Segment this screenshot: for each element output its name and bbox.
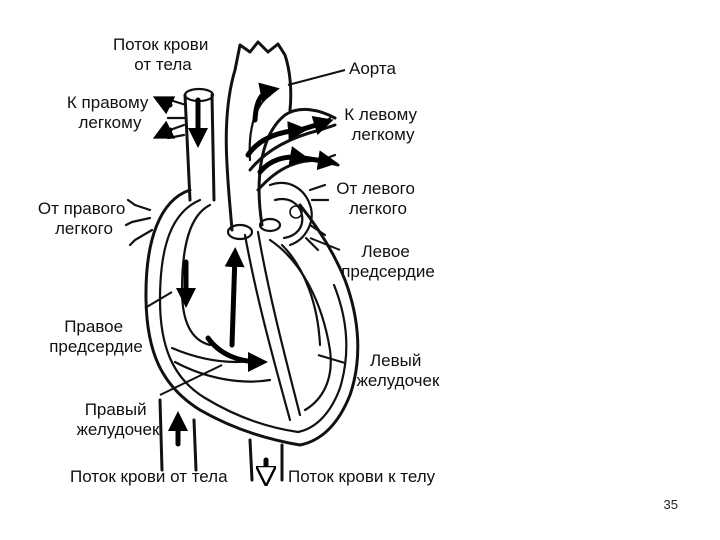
label-to-left-lung-1: К левому xyxy=(344,105,417,124)
label-to-right-lung: К правому легкому xyxy=(67,93,153,132)
label-flow-from-body-bottom: Поток крови от тела xyxy=(70,467,228,486)
label-left-atrium-2: предсердие xyxy=(341,262,435,281)
label-left-ventricle-2: желудочек xyxy=(357,371,440,390)
aorta xyxy=(224,40,337,232)
heart-outline xyxy=(144,188,360,447)
inferior-vena-cava xyxy=(158,398,198,472)
right-pulmonary-veins xyxy=(124,198,154,247)
label-left-ventricle-1: Левый xyxy=(370,351,421,370)
label-right-ventricle-1: Правый xyxy=(85,400,147,419)
label-from-right-lung: От правого легкого xyxy=(38,199,130,238)
label-flow-from-body-top: Поток крови от тела xyxy=(113,35,213,74)
label-right-ventricle-2: желудочек xyxy=(77,420,160,439)
label-flow-to-body: Поток крови к телу xyxy=(288,467,436,486)
label-aorta: Аорта xyxy=(349,59,396,78)
label-from-left-lung: От левого легкого xyxy=(336,179,419,218)
label-from-right-lung-2: легкого xyxy=(55,219,113,238)
label-to-right-lung-1: К правому xyxy=(67,93,149,112)
label-left-ventricle: Левый желудочек xyxy=(357,351,440,390)
label-left-atrium-1: Левое xyxy=(361,242,409,261)
label-flow-from-body-top-1: Поток крови xyxy=(113,35,208,54)
descending-aorta xyxy=(248,438,284,482)
label-right-atrium: Правое предсердие xyxy=(49,317,143,356)
label-to-right-lung-2: легкому xyxy=(78,113,142,132)
label-left-atrium: Левое предсердие xyxy=(341,242,435,281)
label-from-left-lung-1: От левого xyxy=(336,179,415,198)
label-from-right-lung-1: От правого xyxy=(38,199,125,218)
flow-arrows xyxy=(152,82,338,478)
label-flow-from-body-top-2: от тела xyxy=(134,55,192,74)
valves xyxy=(226,217,282,241)
leader-lines xyxy=(144,69,346,396)
left-atrium-shape xyxy=(268,181,330,252)
page-number: 35 xyxy=(663,497,678,512)
label-right-atrium-1: Правое xyxy=(64,317,123,336)
label-right-atrium-2: предсердие xyxy=(49,337,143,356)
superior-vena-cava xyxy=(166,87,216,202)
label-right-ventricle: Правый желудочек xyxy=(77,400,160,439)
label-from-left-lung-2: легкого xyxy=(349,199,407,218)
label-to-left-lung-2: легкому xyxy=(351,125,415,144)
label-to-left-lung: К левому легкому xyxy=(344,105,421,144)
